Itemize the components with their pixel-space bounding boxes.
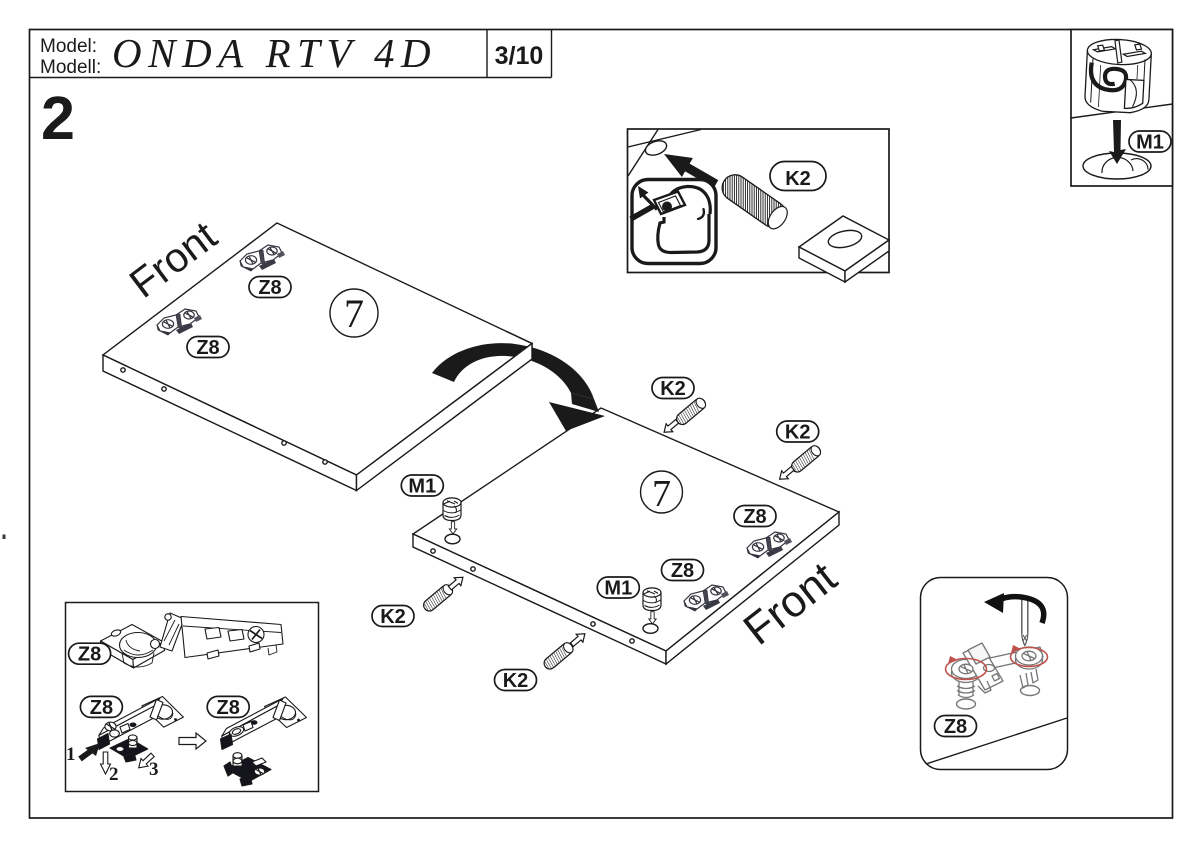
svg-text:Z8: Z8 [743, 506, 766, 528]
svg-text:K2: K2 [380, 606, 406, 628]
svg-text:Z8: Z8 [78, 644, 101, 666]
svg-text:K2: K2 [660, 378, 686, 400]
svg-text:K2: K2 [503, 670, 529, 692]
svg-text:1: 1 [66, 744, 76, 765]
svg-text:2: 2 [41, 84, 75, 152]
svg-text:M1: M1 [604, 578, 632, 600]
svg-text:Model:: Model: [40, 36, 97, 57]
svg-text:Z8: Z8 [196, 337, 219, 359]
svg-text:Z8: Z8 [671, 560, 694, 582]
svg-text:M1: M1 [408, 476, 436, 498]
svg-text:7: 7 [652, 473, 671, 515]
svg-text:Z8: Z8 [258, 277, 281, 299]
svg-text:3: 3 [149, 759, 159, 780]
svg-text:K2: K2 [785, 422, 811, 444]
svg-text:Z8: Z8 [944, 716, 967, 738]
svg-text:3/10: 3/10 [495, 42, 544, 70]
svg-text:2: 2 [109, 764, 119, 785]
svg-text:7: 7 [344, 291, 364, 336]
svg-text:Z8: Z8 [90, 697, 113, 719]
svg-text:M1: M1 [1136, 132, 1164, 154]
svg-text:Z8: Z8 [217, 697, 240, 719]
svg-text:Modell:: Modell: [40, 57, 101, 78]
svg-text:ONDA RTV 4D: ONDA RTV 4D [112, 30, 437, 76]
svg-text:K2: K2 [785, 168, 811, 190]
